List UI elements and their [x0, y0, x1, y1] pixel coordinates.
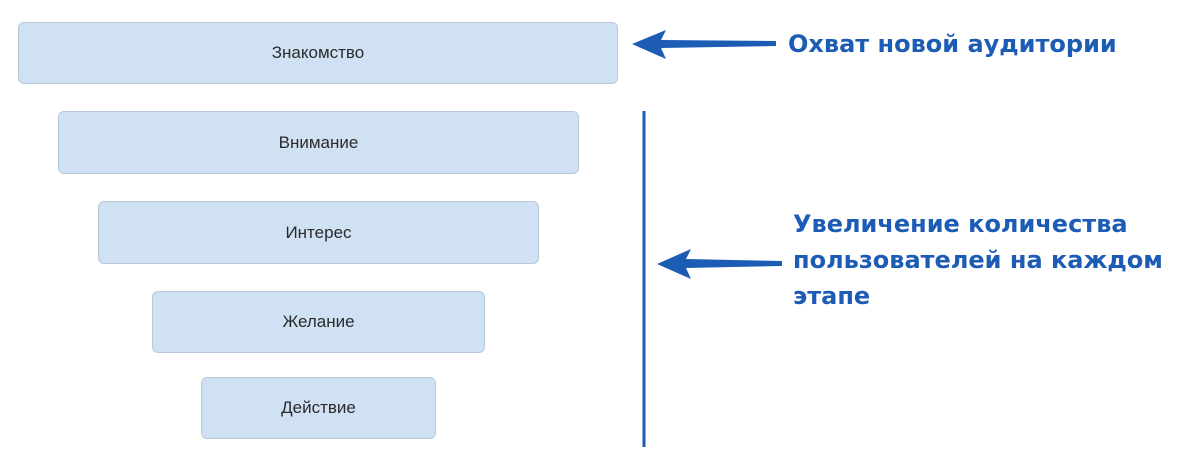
funnel-stage-awareness: Знакомство [18, 22, 618, 84]
annotation-line: пользователей на каждом [793, 246, 1163, 274]
funnel-stage-desire: Желание [152, 291, 485, 353]
annotation-user-growth: Увеличение количества пользователей на к… [793, 206, 1163, 314]
funnel-stage-label: Знакомство [271, 43, 365, 62]
arrow-top-icon [632, 30, 776, 59]
funnel-stage-label: Внимание [278, 132, 359, 152]
funnel-stage-action: Действие [201, 377, 436, 439]
funnel-stage-label: Интерес [285, 222, 352, 242]
funnel-stage-label: Действие [281, 398, 356, 417]
funnel-stage-attention: Внимание [58, 111, 579, 174]
funnel-stage-label: Желание [282, 312, 355, 331]
annotation-line: этапе [793, 282, 871, 310]
annotation-new-audience: Охват новой аудитории [788, 30, 1117, 58]
funnel-stage-interest: Интерес [98, 201, 539, 264]
arrow-bottom-icon [657, 249, 782, 279]
annotation-line: Увеличение количества [793, 210, 1128, 238]
